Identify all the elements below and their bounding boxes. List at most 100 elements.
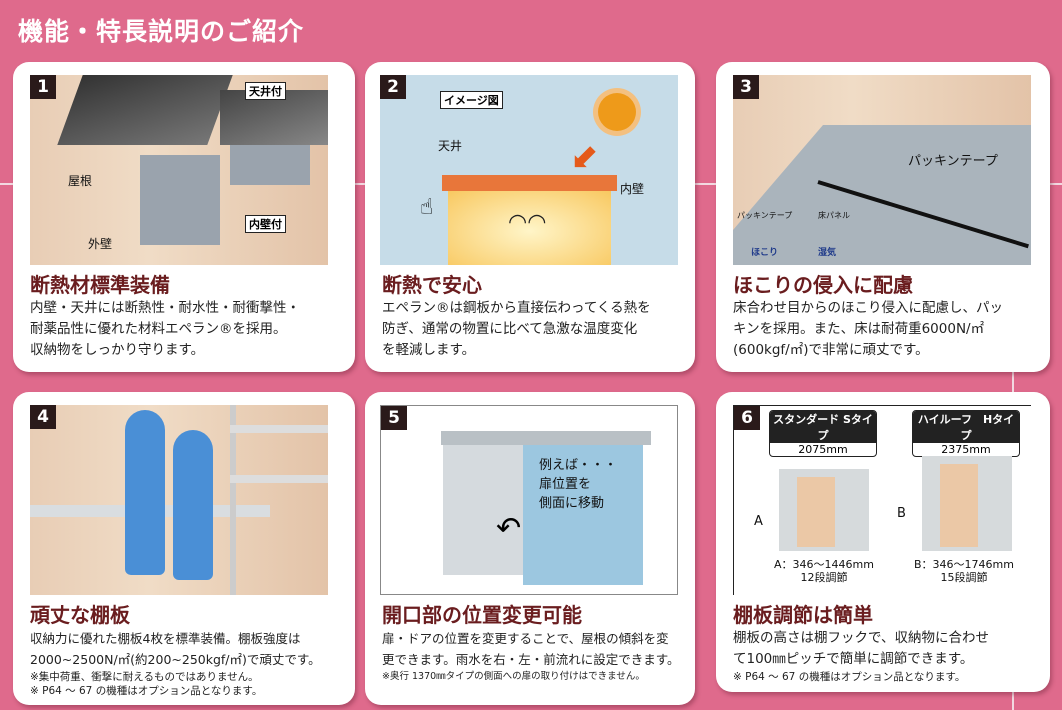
- outer-wall-label: 外壁: [88, 237, 113, 251]
- text-line: 収納物をしっかり守ります。: [30, 342, 205, 358]
- feature-card-2: 2 イメージ図 ⬋ ◠◠ ☝ 天井 内壁 断熱で安心 エペラン®は鋼板から直接伝…: [365, 62, 695, 372]
- note: ※ P64 ～ 67 の機種はオプション品となります。: [30, 685, 263, 697]
- feature-card-3: 3 パッキンテープ パッキンテープ 床パネル ほこり 湿気 ほこりの侵入に配慮 …: [716, 62, 1050, 372]
- card-number: 5: [381, 406, 407, 430]
- h-type-box: ハイルーフ Hタイプ 2375mm: [912, 410, 1020, 457]
- arrow-icon: ⬋: [570, 137, 599, 177]
- page-title: 機能・特長説明のご紹介: [18, 17, 305, 46]
- h-type-label: ハイルーフ Hタイプ: [913, 411, 1019, 443]
- text-line: 収納力に優れた棚板4枚を標準装備。棚板強度は: [30, 631, 301, 646]
- insulation-panel: [230, 145, 310, 185]
- note: ※ P64 ～ 67 の機種はオプション品となります。: [733, 671, 966, 683]
- s-height-label: 2075mm: [798, 443, 848, 456]
- shelf-board: [230, 425, 328, 433]
- shed-side: [523, 445, 643, 585]
- b-label: B: [897, 506, 906, 521]
- roof-panel: [57, 75, 233, 145]
- b-range-text: B：346～1746mm: [914, 558, 1014, 571]
- ceiling-tag: 天井付: [245, 82, 286, 100]
- text-line: 防ぎ、通常の物置に比べて急激な温度変化: [382, 321, 638, 337]
- humidity-label: 湿気: [818, 248, 837, 258]
- image-tag: イメージ図: [440, 91, 503, 109]
- text-line: て100㎜ピッチで簡単に調節できます。: [733, 651, 974, 667]
- insulation-panel: [140, 155, 220, 245]
- feature-card-4: 4 頑丈な棚板 収納力に優れた棚板4枚を標準装備。棚板強度は 2000~2500…: [13, 392, 355, 705]
- card-title: ほこりの侵入に配慮: [733, 273, 913, 297]
- person-silhouette: [173, 430, 213, 580]
- callout-line: 例えば・・・: [539, 458, 618, 473]
- card-title: 断熱材標準装備: [30, 273, 170, 297]
- card-description: 扉・ドアの位置を変更することで、屋根の傾斜を変 更できます。雨水を右・左・前流れ…: [382, 628, 692, 684]
- curved-arrow-icon: ↶: [496, 511, 522, 546]
- shelf-board: [230, 475, 328, 483]
- a-range: A：346～1446mm 12段調節: [774, 558, 874, 584]
- card-title: 断熱で安心: [382, 273, 482, 297]
- hand-pointer-icon: ☝: [420, 195, 434, 220]
- text-line: 内壁・天井には断熱性・耐水性・耐衝撃性・: [30, 300, 300, 316]
- h-shed: [922, 456, 1012, 551]
- callout-line: 扉位置を: [539, 477, 592, 492]
- card-title: 頑丈な棚板: [30, 603, 130, 627]
- a-steps-text: 12段調節: [800, 571, 848, 584]
- text-line: 床合わせ目からのほこり侵入に配慮し、パッ: [733, 300, 1003, 316]
- card-description: 床合わせ目からのほこり侵入に配慮し、パッ キンを採用。また、床は耐荷重6000N…: [733, 298, 1043, 361]
- card-description: 棚板の高さは棚フックで、収納物に合わせ て100㎜ピッチで簡単に調節できます。 …: [733, 628, 1043, 684]
- feature-card-6: 6 スタンダード Sタイプ 2075mm ハイルーフ Hタイプ 2375mm A…: [716, 392, 1050, 692]
- shed-front: [443, 445, 523, 575]
- text-line: 更できます。雨水を右・左・前流れに設定できます。: [382, 652, 680, 667]
- dust-label: ほこり: [751, 248, 779, 258]
- card-number: 3: [733, 75, 759, 99]
- card-number: 6: [734, 406, 760, 430]
- packing-tape-label: パッキンテープ: [908, 154, 998, 169]
- a-range-text: A：346～1446mm: [774, 558, 874, 571]
- person-silhouette: [125, 410, 165, 575]
- feature-card-5: 5 ↶ 例えば・・・ 扉位置を 側面に移動 開口部の位置変更可能 扉・ドアの位置…: [365, 392, 695, 705]
- b-range: B：346～1746mm 15段調節: [914, 558, 1014, 584]
- s-shed: [779, 469, 869, 551]
- packing-image: 3 パッキンテープ パッキンテープ 床パネル ほこり 湿気: [733, 75, 1031, 265]
- callout-line: 側面に移動: [539, 496, 605, 511]
- s-type-label: スタンダード Sタイプ: [770, 411, 876, 443]
- note: ※奥行 1370㎜タイプの側面への扉の取り付けはできません。: [382, 671, 645, 682]
- ceiling-label: 天井: [438, 139, 463, 153]
- callout-text: 例えば・・・ 扉位置を 側面に移動: [539, 456, 617, 513]
- insulation-image: 1 天井付 内壁付 屋根 外壁: [30, 75, 328, 265]
- text-line: を軽減します。: [382, 342, 476, 358]
- card-description: 収納力に優れた棚板4枚を標準装備。棚板強度は 2000~2500N/㎡(約200…: [30, 628, 340, 698]
- heat-image: 2 イメージ図 ⬋ ◠◠ ☝ 天井 内壁: [380, 75, 678, 265]
- text-line: 2000~2500N/㎡(約200~250kgf/㎡)で頑丈です。: [30, 652, 321, 667]
- roof: [442, 175, 617, 191]
- roof-label: 屋根: [68, 174, 93, 188]
- floor: [733, 125, 1031, 265]
- card-description: エペラン®は鋼板から直接伝わってくる熱を 防ぎ、通常の物置に比べて急激な温度変化…: [382, 298, 692, 361]
- card-number: 2: [380, 75, 406, 99]
- h-height-label: 2375mm: [941, 443, 991, 456]
- s-type-box: スタンダード Sタイプ 2075mm: [769, 410, 877, 457]
- text-line: キンを採用。また、床は耐荷重6000N/㎡: [733, 321, 985, 337]
- text-line: 棚板の高さは棚フックで、収納物に合わせ: [733, 630, 989, 646]
- shed-roof: [441, 431, 651, 445]
- sun-icon: [598, 93, 636, 131]
- text-line: 耐薬品性に優れた材料エペラン®を採用。: [30, 321, 287, 337]
- card-title: 開口部の位置変更可能: [382, 603, 582, 627]
- shelf-image: 4: [30, 405, 328, 595]
- card-number: 1: [30, 75, 56, 99]
- shelf-post: [230, 405, 236, 595]
- smile-face-icon: ◠◠: [508, 210, 547, 235]
- packing-tape-small-label: パッキンテープ: [737, 211, 793, 220]
- card-number: 4: [30, 405, 56, 429]
- inner-wall-label: 内壁: [620, 182, 645, 196]
- box: [448, 191, 611, 265]
- card-title: 棚板調節は簡単: [733, 603, 873, 627]
- b-steps-text: 15段調節: [940, 571, 988, 584]
- feature-card-1: 1 天井付 内壁付 屋根 外壁 断熱材標準装備 内壁・天井には断熱性・耐水性・耐…: [13, 62, 355, 372]
- a-label: A: [754, 514, 763, 529]
- shelf-height-image: 6 スタンダード Sタイプ 2075mm ハイルーフ Hタイプ 2375mm A…: [733, 405, 1031, 595]
- text-line: (600kgf/㎡)で非常に頑丈です。: [733, 342, 929, 358]
- card-description: 内壁・天井には断熱性・耐水性・耐衝撃性・ 耐薬品性に優れた材料エペラン®を採用。…: [30, 298, 340, 361]
- text-line: 扉・ドアの位置を変更することで、屋根の傾斜を変: [382, 631, 669, 646]
- shed-image: 5 ↶ 例えば・・・ 扉位置を 側面に移動: [380, 405, 678, 595]
- floor-panel-label: 床パネル: [818, 211, 850, 220]
- note: ※集中荷重、衝撃に耐えるものではありません。: [30, 671, 259, 683]
- wall-tag: 内壁付: [245, 215, 286, 233]
